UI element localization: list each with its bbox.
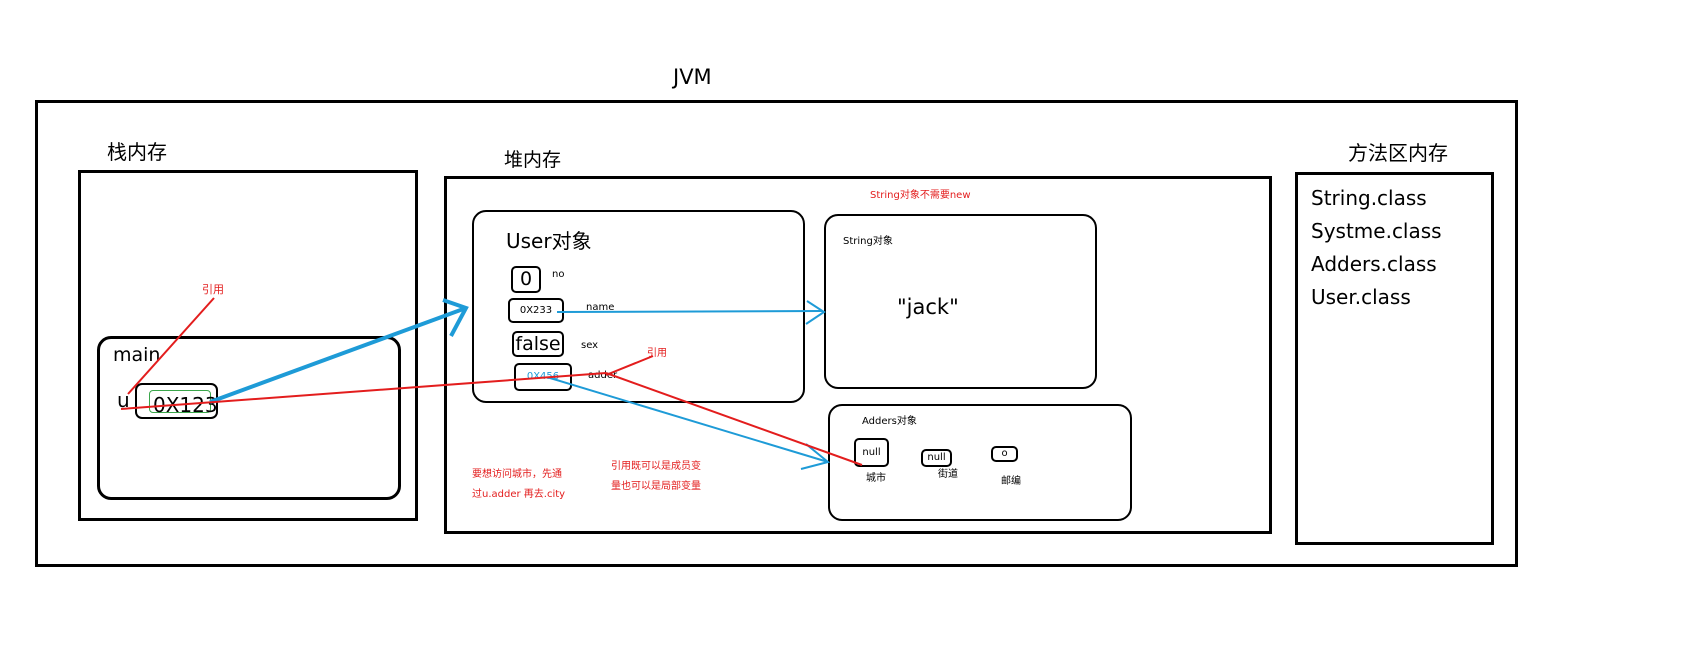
user-field-sex-value-text: false [515,332,561,355]
adders-field-city-value: null [854,438,889,467]
access-note-line-1: 要想访问城市，先通 [472,469,562,480]
user-field-name-name: name [586,302,615,313]
user-field-no-value: 0 [511,266,541,293]
user-ref-label: 引用 [647,348,667,359]
reference-note-line-2: 量也可以是局部变量 [611,481,701,492]
user-field-no-value-text: 0 [519,268,533,290]
method-area-title: 方法区内存 [1348,141,1448,165]
string-object-title: String对象 [843,236,893,247]
user-object-title: User对象 [506,229,592,253]
heap-memory-title: 堆内存 [504,149,562,171]
method-area-box [1295,172,1494,545]
stack-var-name: u [117,388,130,412]
user-field-name-value: 0X233 [508,298,564,323]
main-frame-label: main [113,344,161,366]
adders-field-street-value: null [921,449,952,467]
string-note: String对象不需要new [870,190,971,201]
jvm-container [35,100,1518,567]
user-field-sex-name: sex [581,340,599,351]
jvm-title: JVM [673,65,712,89]
adders-field-zip-value: o [991,446,1018,462]
user-field-sex-value: false [512,331,564,357]
adders-field-street-value-text: null [927,452,946,463]
adders-field-zip-value-text: o [1001,448,1008,459]
user-field-adder-value-text: 0X456 [526,371,560,382]
adders-field-street-name: 街道 [938,469,958,480]
adders-field-city-name: 城市 [866,473,886,484]
adders-object-title: Adders对象 [862,416,917,427]
method-class-item: String.class [1311,186,1427,210]
user-field-adder-value: 0X456 [514,363,572,391]
reference-note-line-1: 引用既可以是成员变 [611,461,701,472]
adders-field-zip-name: 邮编 [1001,476,1021,487]
method-class-item: Systme.class [1311,219,1442,243]
string-object-value: "jack" [897,295,959,319]
user-field-no-name: no [552,269,565,280]
adders-field-city-value-text: null [862,446,881,458]
method-class-item: User.class [1311,285,1411,309]
stack-var-value: 0X123 [153,393,218,417]
stack-ref-label: 引用 [202,283,224,296]
access-note-line-2: 过u.adder 再去.city [472,489,566,500]
user-field-adder-name: adder [588,370,618,381]
user-field-name-value-text: 0X233 [519,304,553,316]
method-class-item: Adders.class [1311,252,1437,276]
stack-memory-title: 栈内存 [107,140,167,164]
